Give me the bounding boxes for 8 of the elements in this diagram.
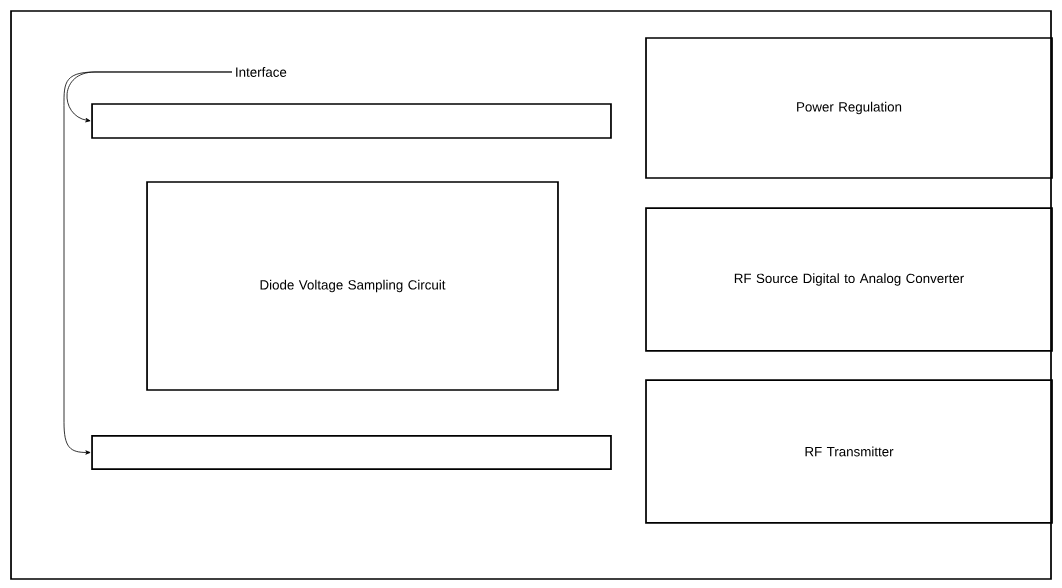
block-box: Power Regulation xyxy=(645,37,1053,179)
block-box: RF Transmitter xyxy=(645,379,1053,524)
leader-line xyxy=(63,71,233,455)
block-box: RF Source Digital to Analog Converter xyxy=(645,207,1053,352)
connector-bar xyxy=(91,435,612,470)
callout-label: Interface xyxy=(236,67,287,77)
block-box: Diode Voltage Sampling Circuit xyxy=(146,181,559,391)
connector-bar xyxy=(91,103,612,139)
